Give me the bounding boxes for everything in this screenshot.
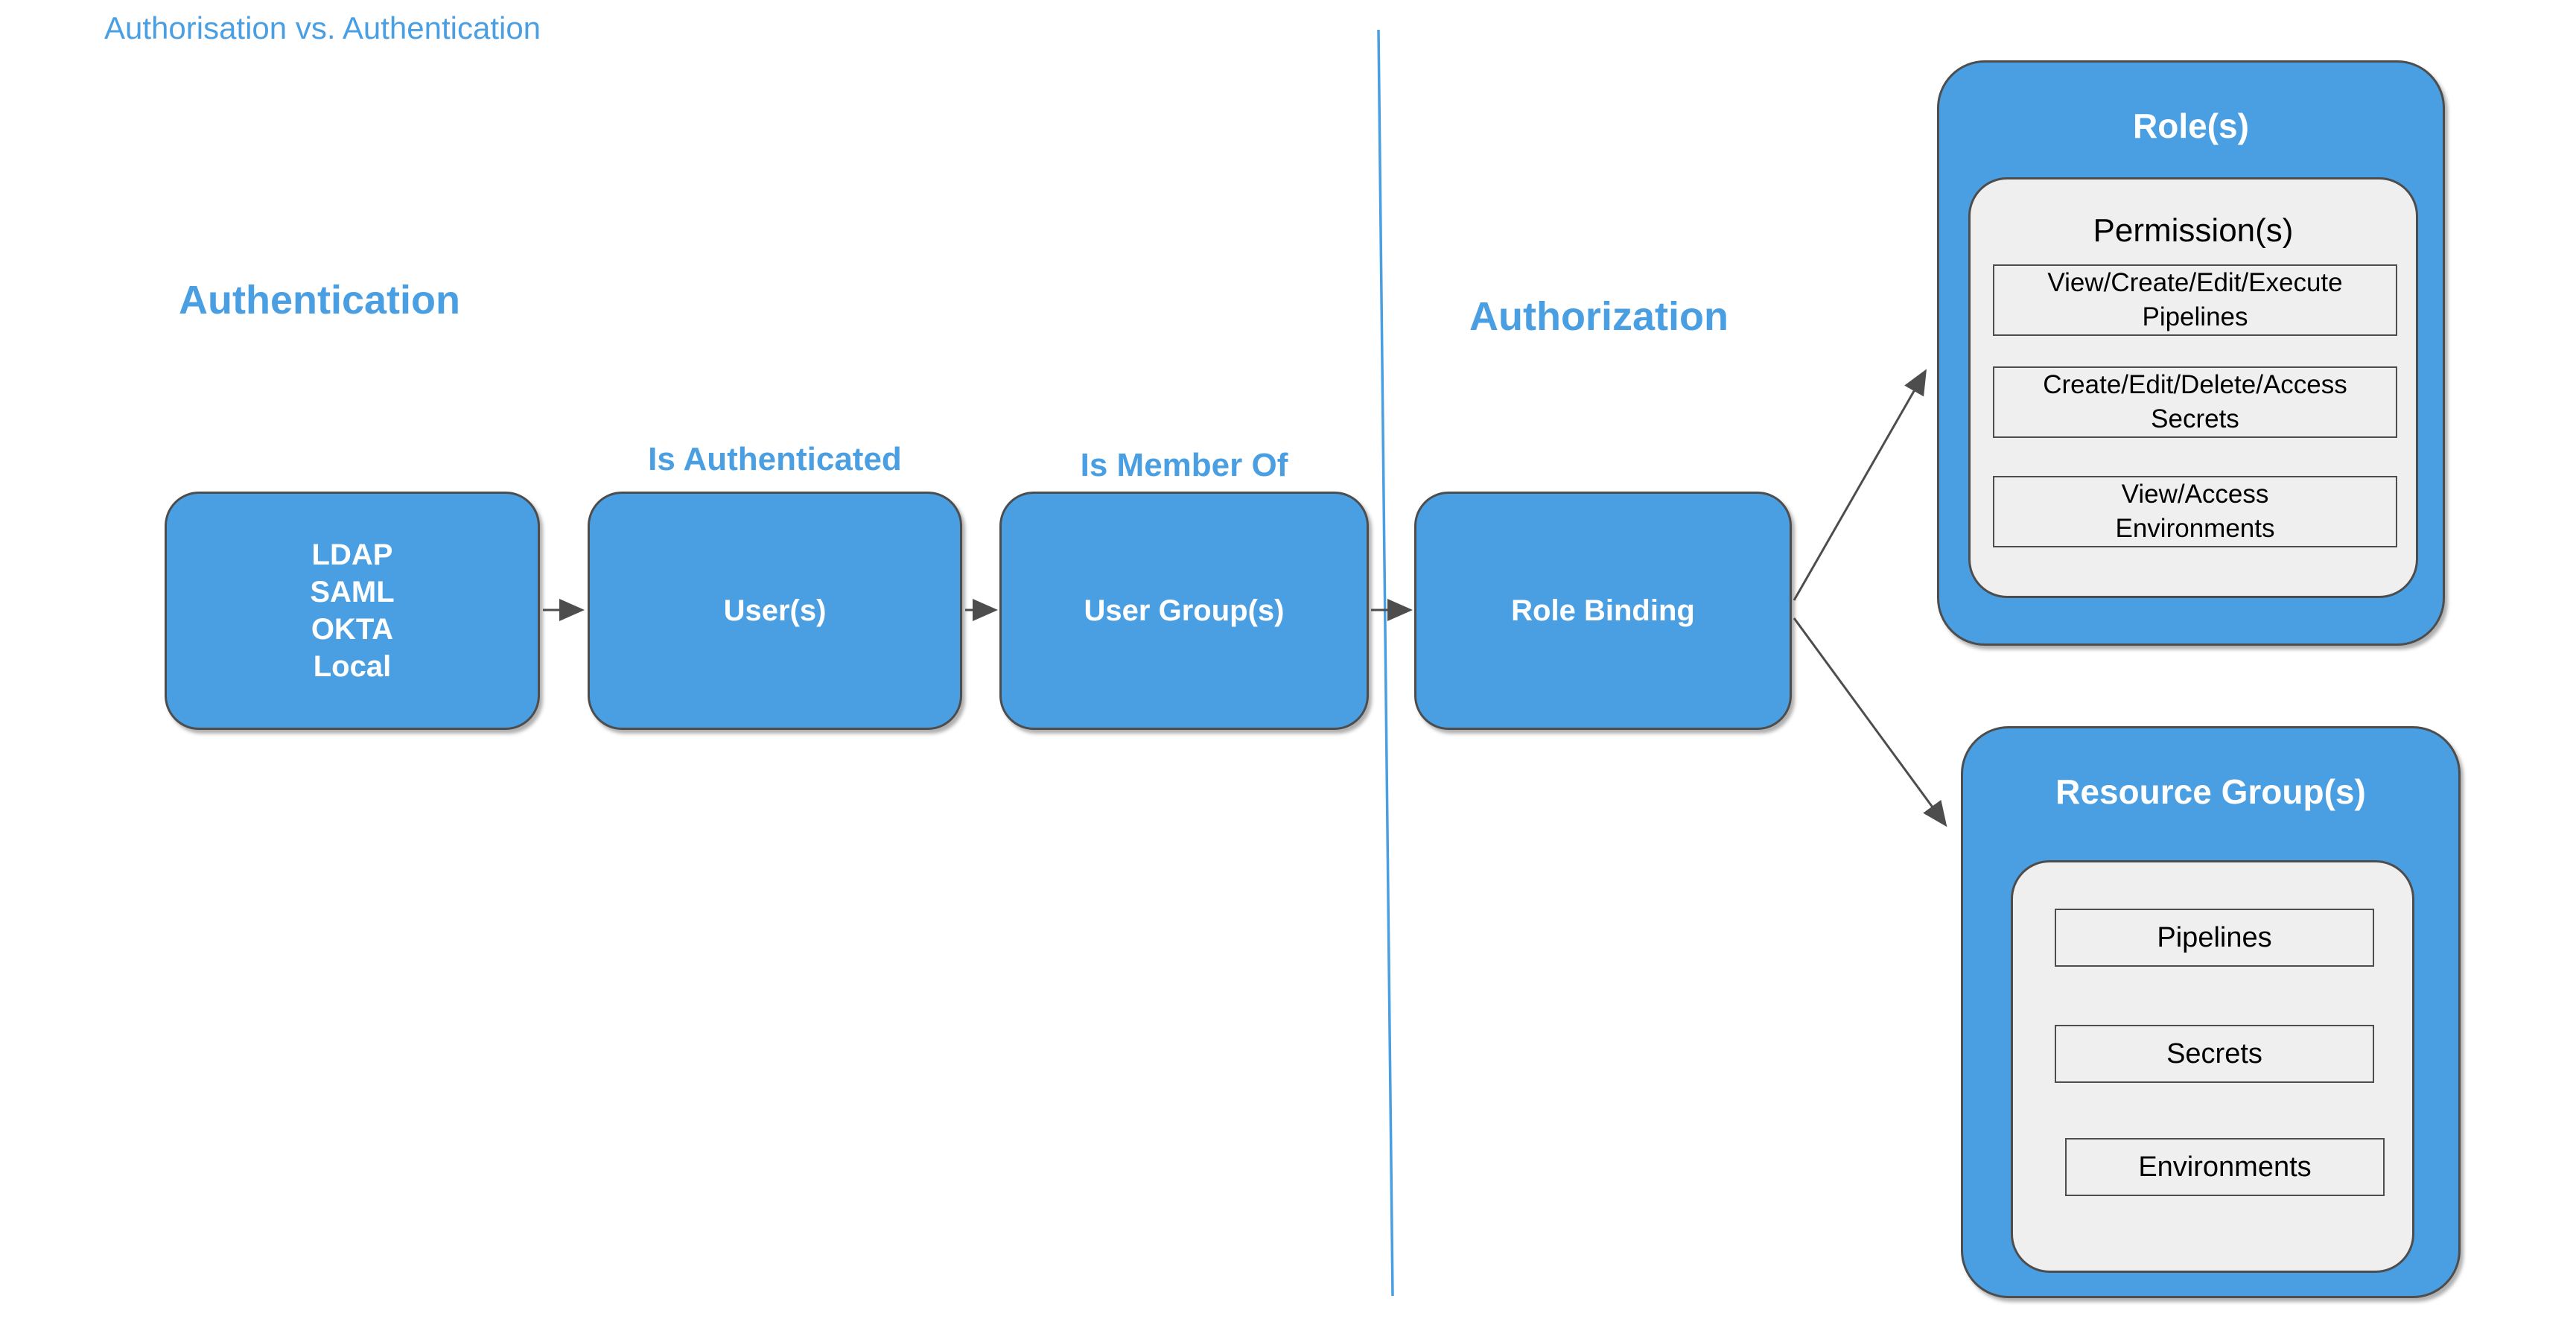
node-users: User(s)	[588, 492, 962, 730]
resource-groups-panel: Pipelines Secrets Environments	[2011, 860, 2414, 1273]
node-identity-providers: LDAP SAML OKTA Local	[165, 492, 540, 730]
permission-box-pipelines: View/Create/Edit/Execute Pipelines	[1993, 264, 2397, 336]
section-divider-line	[1377, 29, 1394, 1297]
resource-box-environments: Environments	[2065, 1138, 2385, 1196]
permission-box-environments: View/Access Environments	[1993, 476, 2397, 547]
node-user-groups: User Group(s)	[999, 492, 1369, 730]
resource-groups-container: Resource Group(s) Pipelines Secrets Envi…	[1961, 726, 2461, 1298]
edge-label-is-member-of: Is Member Of	[1080, 447, 1288, 483]
arrow-rolebinding-to-resource-groups	[1793, 617, 1947, 827]
resource-box-pipelines: Pipelines	[2055, 909, 2374, 967]
permissions-title: Permission(s)	[2093, 212, 2294, 249]
arrow-rolebinding-to-roles	[1793, 369, 1927, 601]
roles-title: Role(s)	[2133, 107, 2249, 145]
node-role-binding: Role Binding	[1414, 492, 1792, 730]
page-title: Authorisation vs. Authentication	[104, 10, 541, 45]
authorization-heading: Authorization	[1469, 294, 1729, 339]
resource-groups-title: Resource Group(s)	[2055, 772, 2366, 811]
resource-box-secrets: Secrets	[2055, 1025, 2374, 1083]
permission-box-secrets: Create/Edit/Delete/Access Secrets	[1993, 366, 2397, 438]
authentication-heading: Authentication	[179, 278, 460, 322]
roles-container: Role(s) Permission(s) View/Create/Edit/E…	[1937, 60, 2445, 646]
edge-label-is-authenticated: Is Authenticated	[648, 441, 902, 477]
permissions-panel: Permission(s) View/Create/Edit/Execute P…	[1968, 177, 2418, 598]
